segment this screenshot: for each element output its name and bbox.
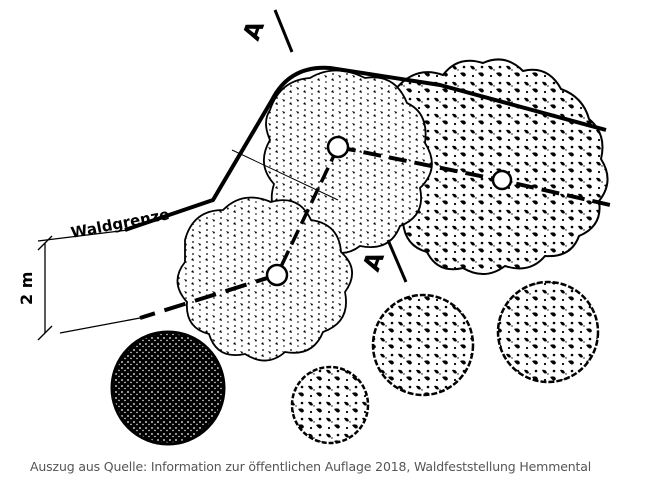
measurement-line-diagonal [275, 146, 340, 276]
svg-text:A: A [357, 248, 390, 275]
label-distance: 2 m [17, 272, 36, 305]
image-caption: Auszug aus Quelle: Information zur öffen… [30, 459, 592, 474]
tree-canopies [110, 58, 609, 446]
section-marker-top: A [237, 9, 294, 53]
measurement-line-lower [139, 273, 278, 320]
boundary-point-lower [265, 263, 289, 287]
forest-boundary-diagram: A A Waldgrenze 2 m [17, 9, 611, 446]
dimension-2m [37, 229, 141, 341]
tree-canopy-small-3 [496, 280, 600, 384]
forest-boundary-line [124, 65, 607, 232]
tree-canopy-center [263, 69, 433, 254]
boundary-point-upper [326, 135, 350, 159]
boundary-point-right [491, 169, 513, 191]
svg-text:A: A [237, 17, 270, 44]
tree-canopy-small-2 [371, 293, 475, 397]
tree-canopy-small-1 [290, 365, 370, 445]
thin-guide-line [231, 149, 339, 201]
tree-canopy-dense [110, 330, 226, 446]
label-waldgrenze: Waldgrenze [69, 205, 171, 242]
